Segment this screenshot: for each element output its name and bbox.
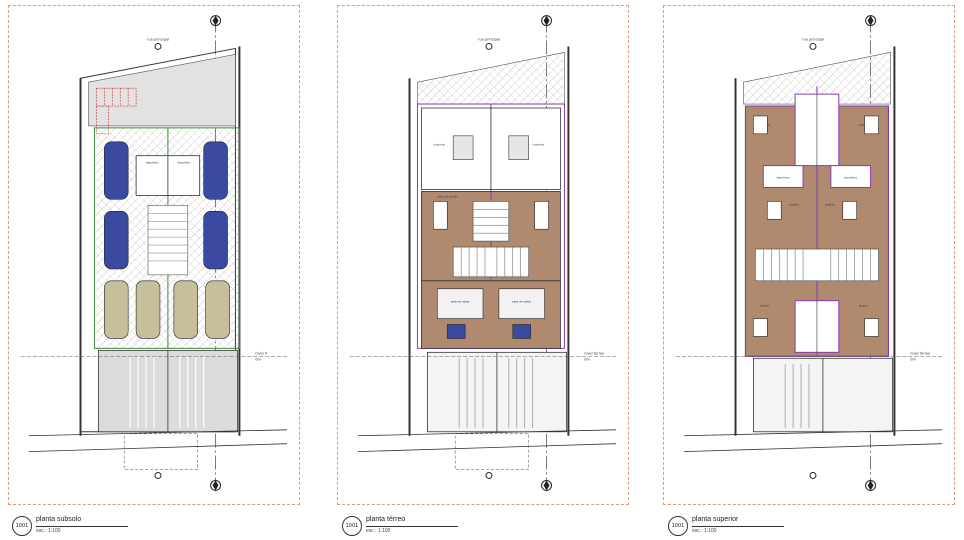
car-icon	[104, 280, 129, 339]
room-label: suíte	[859, 123, 866, 127]
bed-icon	[842, 201, 857, 220]
dining-table-icon	[433, 201, 448, 230]
parking-cars	[104, 141, 230, 339]
dining-table-icon	[534, 201, 549, 230]
room-label: quarto	[759, 304, 769, 308]
bed-icon	[766, 201, 782, 220]
title-underline	[366, 526, 458, 527]
title-block-upper: 1001 planta superior esc.: 1:100	[668, 514, 798, 538]
view-scale: esc.: 1:100	[692, 528, 717, 534]
view-title: planta térreo	[366, 516, 406, 523]
view-scale: esc.: 1:100	[36, 528, 61, 534]
room-label: sala de jantar	[437, 194, 458, 198]
room-label: banheiro	[844, 176, 857, 180]
north-arrow-icon	[867, 15, 874, 26]
level-label-2: 0m	[584, 357, 590, 361]
north-arrow-icon	[212, 15, 219, 26]
car-icon	[104, 141, 129, 200]
room-label: sala de estar	[512, 300, 532, 304]
room-label: quarto	[859, 304, 869, 308]
view-title: planta superior	[692, 516, 739, 523]
room-label: quarto	[825, 202, 835, 206]
bed-icon	[753, 115, 768, 135]
title-block-ground: 1001 planta térreo esc.: 1:100	[342, 514, 472, 538]
title-underline	[692, 526, 784, 527]
view-title: planta subsolo	[36, 516, 82, 523]
car-icon	[173, 280, 198, 339]
sheet-upper: rua principal suíte suíte banheiro banhe…	[663, 5, 955, 505]
room-label: cozinha	[433, 143, 445, 147]
level-label-2: 0m	[255, 357, 261, 361]
room-label: cozinha	[533, 143, 545, 147]
bed-icon	[753, 318, 768, 337]
sheet-basement: rua principal depósito depósito	[8, 5, 300, 505]
room-label: quarto	[789, 202, 799, 206]
title-block-basement: 1001 planta subsolo esc.: 1:100	[12, 514, 142, 538]
bed-icon	[864, 318, 879, 337]
level-label: nível térreo	[910, 351, 930, 355]
north-label: rua principal	[147, 37, 169, 41]
view-scale: esc.: 1:100	[366, 528, 391, 534]
north-arrow-icon	[867, 480, 874, 491]
car-icon	[104, 211, 129, 270]
title-underline	[36, 526, 128, 527]
room-label: banheiro	[777, 176, 790, 180]
car-icon	[203, 211, 228, 270]
sofa-icon	[512, 324, 531, 339]
level-label: nível térreo	[584, 351, 604, 355]
view-number-badge: 1001	[342, 516, 362, 536]
room-label: sala de estar	[451, 300, 471, 304]
ground-plan-drawing: rua principal cozinha cozinha sala de ja…	[349, 15, 617, 492]
car-icon	[203, 141, 228, 200]
basement-plan-drawing: rua principal depósito depósito	[20, 15, 288, 492]
north-arrow-icon	[212, 480, 219, 491]
car-icon	[205, 280, 230, 339]
level-label-2: 0m	[910, 357, 916, 361]
north-label: rua principal	[802, 37, 824, 41]
bed-icon	[864, 115, 879, 135]
level-label: nível 0	[255, 351, 267, 355]
car-icon	[135, 280, 161, 339]
view-number-badge: 1001	[12, 516, 32, 536]
room-label: depósito	[177, 161, 190, 165]
view-number-badge: 1001	[668, 516, 688, 536]
room-label: depósito	[146, 161, 159, 165]
north-label: rua principal	[478, 37, 500, 41]
sheet-ground: rua principal cozinha cozinha sala de ja…	[337, 5, 629, 505]
upper-plan-drawing: rua principal suíte suíte banheiro banhe…	[675, 15, 943, 492]
sofa-icon	[446, 324, 466, 339]
